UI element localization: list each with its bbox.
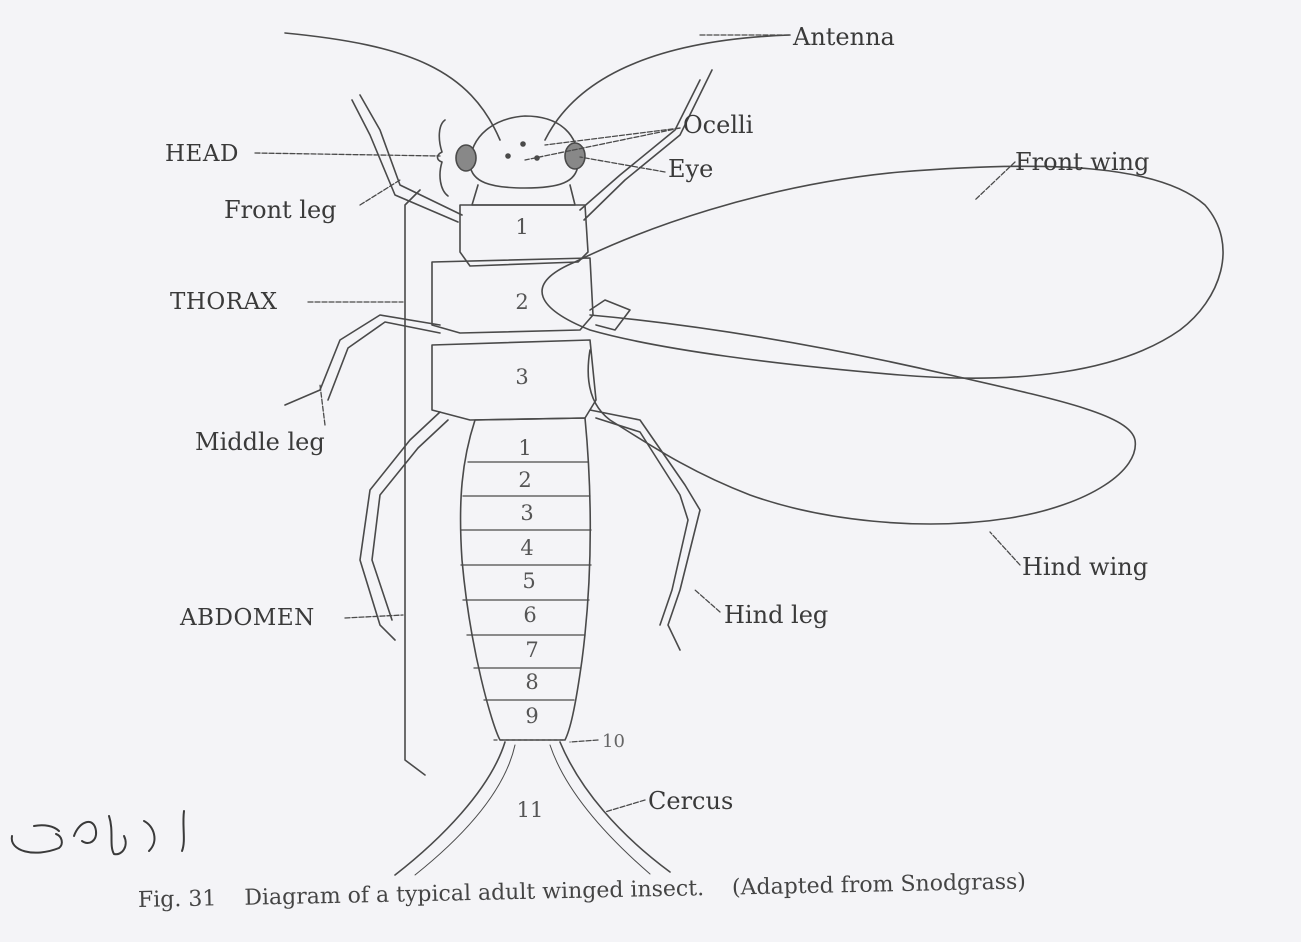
terminal-segment-number: 11 — [517, 800, 544, 821]
leader-lines — [255, 35, 1020, 812]
compound-eye-left — [456, 145, 476, 171]
cercus-right-inner — [550, 745, 650, 874]
abdomen-segment-number: 5 — [522, 571, 535, 592]
label-ocelli: Ocelli — [683, 113, 753, 137]
label-antenna: Antenna — [793, 25, 895, 49]
label-thorax: THORAX — [170, 291, 278, 314]
label-middle-leg: Middle leg — [195, 430, 325, 454]
thorax-segment-number: 2 — [515, 292, 528, 313]
front-wing — [542, 166, 1223, 378]
hind-leg-left — [360, 412, 448, 640]
label-head: HEAD — [165, 143, 239, 166]
label-cercus: Cercus — [648, 789, 733, 813]
label-front-wing: Front wing — [1015, 150, 1149, 174]
ocellus-3 — [521, 142, 525, 146]
abdomen-segment-number: 9 — [525, 706, 538, 727]
label-eye: Eye — [668, 157, 713, 181]
label-hind-leg: Hind leg — [724, 603, 828, 627]
label-segment-10: 10 — [602, 733, 625, 751]
abdomen-segment-number: 1 — [518, 438, 531, 459]
thorax-segment-number: 3 — [515, 367, 528, 388]
metathorax — [432, 340, 596, 420]
abdomen-segment-number: 4 — [520, 538, 533, 559]
hind-leg-right — [590, 410, 700, 650]
abdomen-segment-number: 7 — [525, 640, 538, 661]
head-brace — [438, 120, 449, 196]
label-abdomen: ABDOMEN — [180, 607, 315, 630]
handwritten-scribble — [4, 796, 204, 866]
hind-wing — [588, 315, 1135, 524]
thorax-segment-number: 1 — [515, 217, 528, 238]
antenna-left — [285, 33, 500, 140]
region-bracket — [405, 190, 425, 775]
caption-figure-number: Fig. 31 — [138, 886, 217, 913]
abdomen-segment-number: 8 — [525, 672, 538, 693]
ocellus-1 — [506, 154, 510, 158]
abdomen-segment-number: 3 — [520, 503, 533, 524]
middle-leg-left — [285, 315, 440, 405]
cercus-left — [395, 742, 505, 875]
label-hind-wing: Hind wing — [1022, 555, 1148, 579]
compound-eye-right — [565, 143, 585, 169]
label-front-leg: Front leg — [224, 198, 337, 222]
mesothorax — [432, 258, 593, 333]
abdomen-segment-number: 6 — [523, 605, 536, 626]
abdomen-segment-number: 2 — [518, 470, 531, 491]
